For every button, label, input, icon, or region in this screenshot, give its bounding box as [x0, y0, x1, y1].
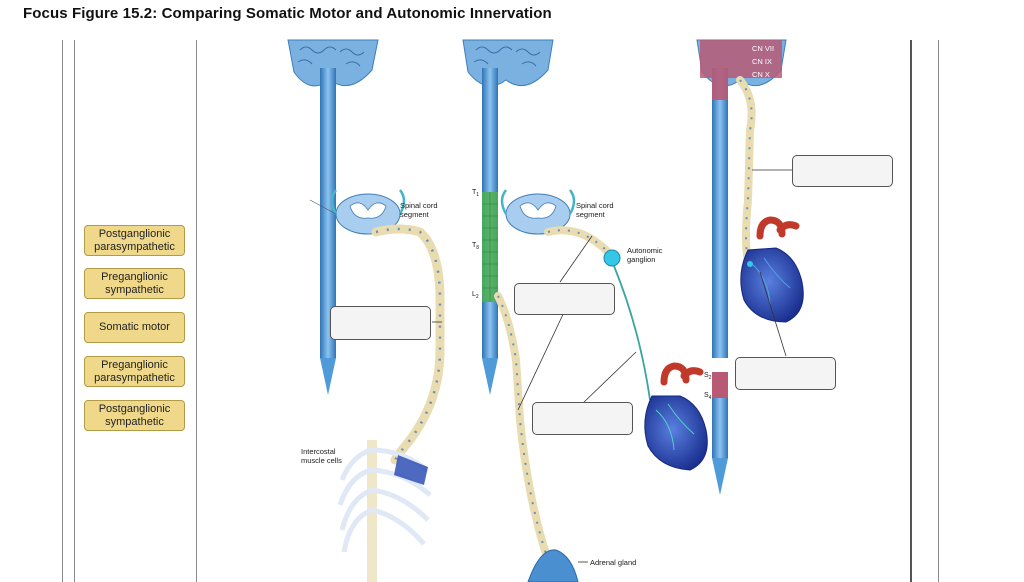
spinal-cord-1: [320, 68, 336, 358]
label-postganglionic-parasympathetic[interactable]: Postganglionic parasympathetic: [84, 225, 185, 256]
drop-target-para-pre[interactable]: [792, 155, 893, 187]
cord-tip-1: [320, 358, 336, 395]
spinal-segment-1: [309, 189, 406, 235]
adrenal-preganglionic-myelin: [497, 295, 549, 561]
frame-line-right-1: [910, 40, 912, 582]
sacral-region: [712, 372, 728, 398]
heart-3: [740, 216, 804, 323]
para-preganglionic-axon: [736, 76, 756, 266]
cord-lower-3: [712, 398, 728, 458]
frame-line-right-2: [938, 40, 939, 582]
rib-cage: [337, 440, 432, 582]
frame-line-left-3: [196, 40, 197, 582]
heart-2: [644, 362, 708, 471]
label-preganglionic-sympathetic[interactable]: Preganglionic sympathetic: [84, 268, 185, 299]
brain-folds-1: [297, 46, 365, 67]
cord-tip-3: [712, 458, 728, 495]
s2-label: S2: [704, 372, 712, 381]
drop-target-somatic[interactable]: [330, 306, 431, 340]
drop-target-sym-post[interactable]: [532, 402, 633, 435]
autonomic-ganglion: [603, 249, 621, 267]
parasympathetic-column: CN VII CN IX CN X S2 S4: [696, 39, 804, 495]
t8-label: T8: [472, 242, 479, 251]
sym-pre-leader-1: [517, 307, 567, 411]
t1-label: T1: [472, 189, 479, 198]
frame-line-left-2: [74, 40, 75, 582]
cn-vii-label: CN VII: [752, 44, 774, 53]
label-preganglionic-parasympathetic[interactable]: Preganglionic parasympathetic: [84, 356, 185, 387]
label-postganglionic-sympathetic[interactable]: Postganglionic sympathetic: [84, 400, 185, 431]
thoracolumbar-grid: [482, 192, 498, 302]
frame-line-left-1: [62, 40, 63, 582]
adrenal-gland-label: Adrenal gland: [590, 558, 636, 567]
label-somatic-motor[interactable]: Somatic motor: [84, 312, 185, 343]
sym-post-leader: [581, 351, 637, 405]
l2-label: L2: [472, 291, 479, 300]
adrenal-gland: [527, 549, 579, 582]
sym-preganglionic-myelin: [547, 229, 609, 253]
figure-title: Focus Figure 15.2: Comparing Somatic Mot…: [23, 5, 552, 22]
sym-pre-leader-2: [559, 235, 593, 283]
cn-x-label: CN X: [752, 70, 770, 79]
spinal-segment-2: [500, 189, 576, 235]
cn-ix-label: CN IX: [752, 57, 772, 66]
drop-target-para-post[interactable]: [735, 357, 836, 390]
para-post-leader: [759, 271, 787, 357]
spinal-cord-3: [712, 68, 728, 358]
drop-target-sym-pre[interactable]: [514, 283, 615, 315]
brain-folds-2: [473, 46, 541, 67]
somatic-axon: [371, 224, 445, 465]
cord-top-red: [712, 68, 728, 100]
cord-tip-2: [482, 358, 498, 395]
sym-postganglionic-axon: [613, 265, 651, 401]
somatic-axon-myelin: [375, 227, 442, 461]
s4-label: S4: [704, 392, 712, 401]
